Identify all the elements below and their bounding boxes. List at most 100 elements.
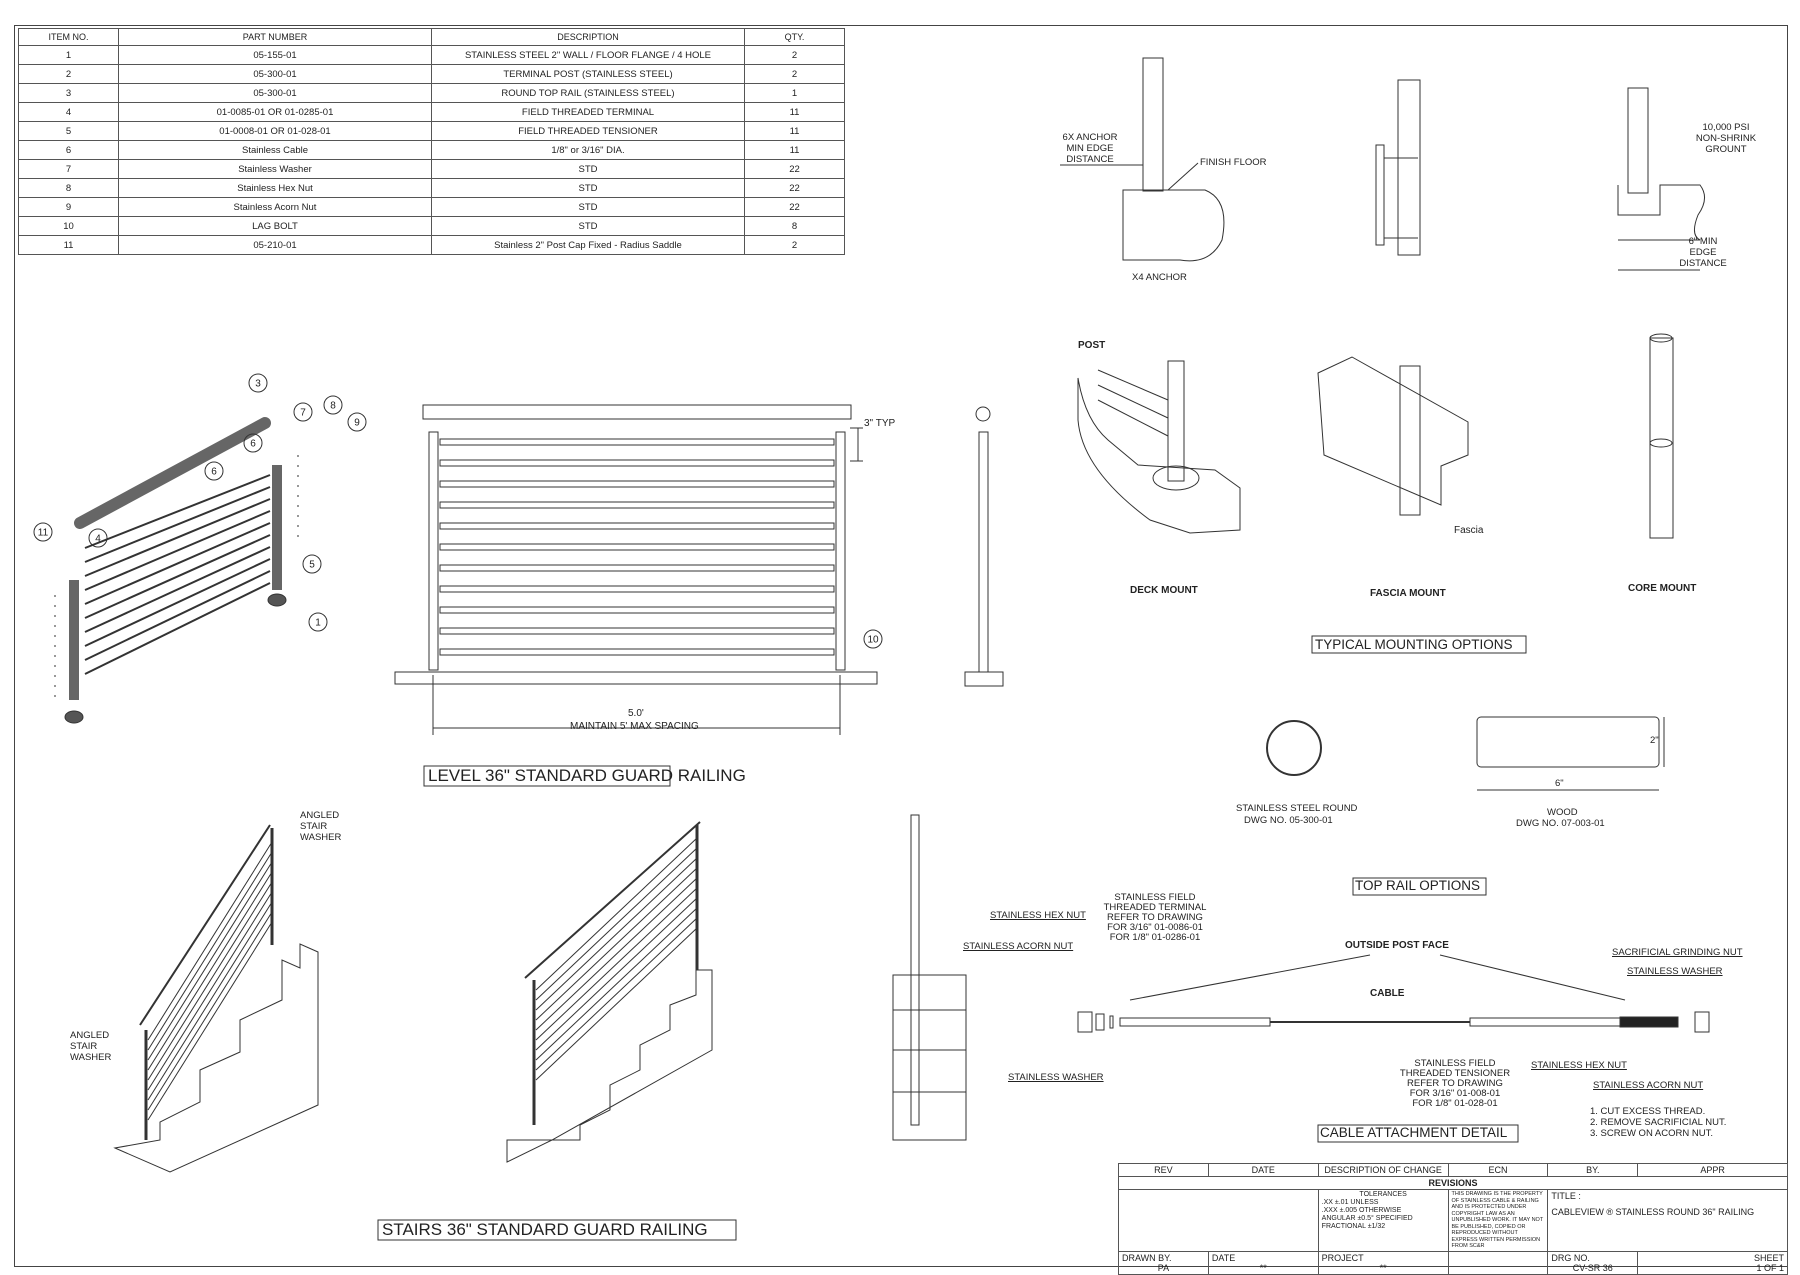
tolerance-line: .XX ±.01 UNLESS [1321,1199,1379,1206]
tensioner-line: REFER TO DRAWING [1407,1078,1503,1089]
stair-side-block [892,974,967,1141]
stair2-cable [535,837,698,991]
date-cell: DATE** [1207,1250,1319,1275]
title-label: TITLE : [1551,1191,1581,1201]
cable-label: CABLE [1370,988,1405,999]
level-post-left [428,431,439,671]
level-cable [439,459,835,467]
exploded-cable [84,558,271,647]
level-cable [439,543,835,551]
stair1-cable [147,871,273,1071]
revisions-row: REVISIONS [1118,1176,1788,1190]
acorn-nut-left [1077,1011,1093,1033]
cable-note: 2. REMOVE SACRIFICIAL NUT. [1590,1117,1727,1128]
top-rail-title-box [1352,877,1487,896]
cable-notes: 1. CUT EXCESS THREAD. 2. REMOVE SACRIFIC… [1590,1106,1726,1139]
drawn-by-label: DRAWN BY. [1122,1252,1172,1263]
cable-attachment-detail [1077,954,1710,1143]
level-cable [439,501,835,509]
anchor-post [1142,57,1164,192]
stair-side-post [910,814,920,1126]
stair2-cable [535,917,698,1071]
sacrificial-nut-label: SACRIFICIAL GRINDING NUT [1612,947,1743,958]
tolerance-line: FRACTIONAL ±1/32 [1321,1223,1386,1230]
balloon-circle [248,373,268,393]
anchor-note: 6X ANCHOR MIN EDGE DISTANCE [1062,132,1118,165]
balloon-circle [308,612,328,632]
mount-post-label: POST [1078,340,1106,351]
tensioner-line: THREADED TENSIONER [1399,1068,1511,1079]
cable-note: 1. CUT EXCESS THREAD. [1590,1106,1706,1117]
terminal-line: FOR 1/8" 01-0286-01 [1109,932,1201,943]
stair2-cable [535,897,698,1051]
core-mount-label: CORE MOUNT [1628,583,1697,594]
level-cables [439,438,835,656]
level-cable [439,480,835,488]
stair1-cable [147,851,273,1051]
stair2-cables [535,837,698,1081]
bom-cell: 05-210-01 [118,235,432,255]
level-typ-label: 3" TYP [864,418,896,429]
exploded-cable [84,534,271,619]
level-view-title: LEVEL 36" STANDARD GUARD RAILING [428,766,746,785]
tensioner-line: STAINLESS FIELD [1414,1058,1496,1069]
balloon-label: 6 [211,467,217,478]
balloon-circle [243,433,263,453]
title-blank [1118,1189,1319,1252]
tolerance-line: TOLERANCES [1359,1191,1407,1198]
side-post-base [964,671,1004,687]
cable-detail-title-box [1317,1124,1519,1143]
top-rail-options [1266,716,1665,896]
round-rail-section [1266,720,1322,776]
tensioner-line: FOR 3/16" 01-008-01 [1409,1088,1501,1099]
stairs-title-box [377,1219,737,1241]
round-rail-label: STAINLESS STEEL ROUND [1236,803,1358,814]
core-grout-label: 10,000 PSI NON-SHRINK GROUNT [1695,122,1757,155]
title-row: TOLERANCES .XX ±.01 UNLESS .XXX ±.005 OT… [1118,1189,1788,1252]
acorn-right-label: STAINLESS ACORN NUT [1593,1080,1704,1091]
deck-mount-label: DECK MOUNT [1130,585,1198,596]
balloon-label: 9 [354,418,360,429]
deck-mount-flange [1152,465,1200,491]
cable-note: 3. SCREW ON ACORN NUT. [1590,1128,1713,1139]
level-cable [439,585,835,593]
drg-label: DRG NO. [1551,1252,1590,1263]
bom-cell: Stainless 2" Post Cap Fixed - Radius Sad… [431,235,745,255]
wood-width-dim-label: 6" [1555,778,1564,789]
balloon-label: 1 [315,618,321,629]
exploded-cable [84,486,271,563]
fascia-post [1397,79,1421,256]
top-rail-title: TOP RAIL OPTIONS [1355,878,1481,893]
revision-header-row: REV DATE DESCRIPTION OF CHANGE ECN BY. A… [1118,1163,1788,1177]
sheet-label: SHEET [1753,1252,1784,1263]
terminal-line: THREADED TERMINAL [1103,902,1207,913]
rev-header: DESCRIPTION OF CHANGE [1317,1163,1449,1177]
stair1-top-rail [139,824,271,1026]
level-post-right [835,431,846,671]
stair1-cable [147,881,273,1081]
level-cable [439,564,835,572]
outside-post-face-label: OUTSIDE POST FACE [1345,940,1449,951]
wood-rail-section [1476,716,1660,768]
cable-acorn-nut-label: STAINLESS ACORN NUT [963,941,1074,952]
terminal-line: REFER TO DRAWING [1107,912,1203,923]
balloon-label: 11 [38,528,49,539]
deck-mount-cable [1097,384,1169,419]
project-value: ** [1379,1262,1387,1273]
balloon-circle [302,554,322,574]
tensioner-body [1469,1017,1621,1027]
balloon-label: 3 [255,379,261,390]
exploded-cables [84,474,271,675]
exploded-cable [84,510,271,591]
balloon-circle [863,629,883,649]
washer-left [1109,1015,1114,1029]
level-cable [439,522,835,530]
